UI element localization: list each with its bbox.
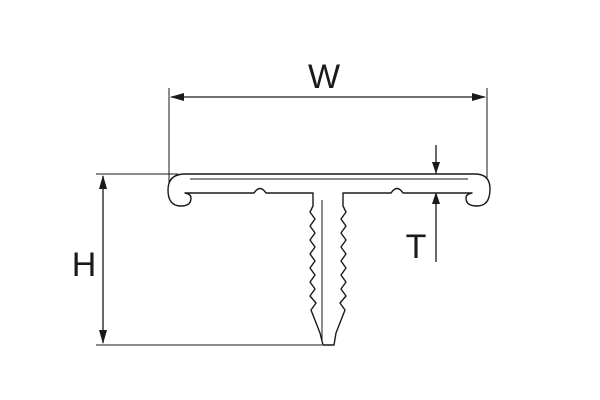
width-arrow-right: [472, 93, 486, 101]
height-arrow-top: [99, 175, 107, 189]
width-arrow-left: [170, 93, 184, 101]
width-dimension: W: [168, 58, 488, 196]
width-label: W: [308, 58, 340, 96]
thickness-arrow-bottom: [432, 192, 440, 204]
thickness-arrow-top: [432, 162, 440, 174]
height-label: H: [72, 246, 97, 284]
t-profile-section: [167, 173, 491, 346]
height-arrow-bottom: [99, 330, 107, 344]
thickness-dimension: T: [406, 145, 470, 266]
thickness-label: T: [406, 228, 427, 266]
t-profile-outline: [167, 173, 491, 346]
height-dimension: H: [72, 173, 322, 346]
